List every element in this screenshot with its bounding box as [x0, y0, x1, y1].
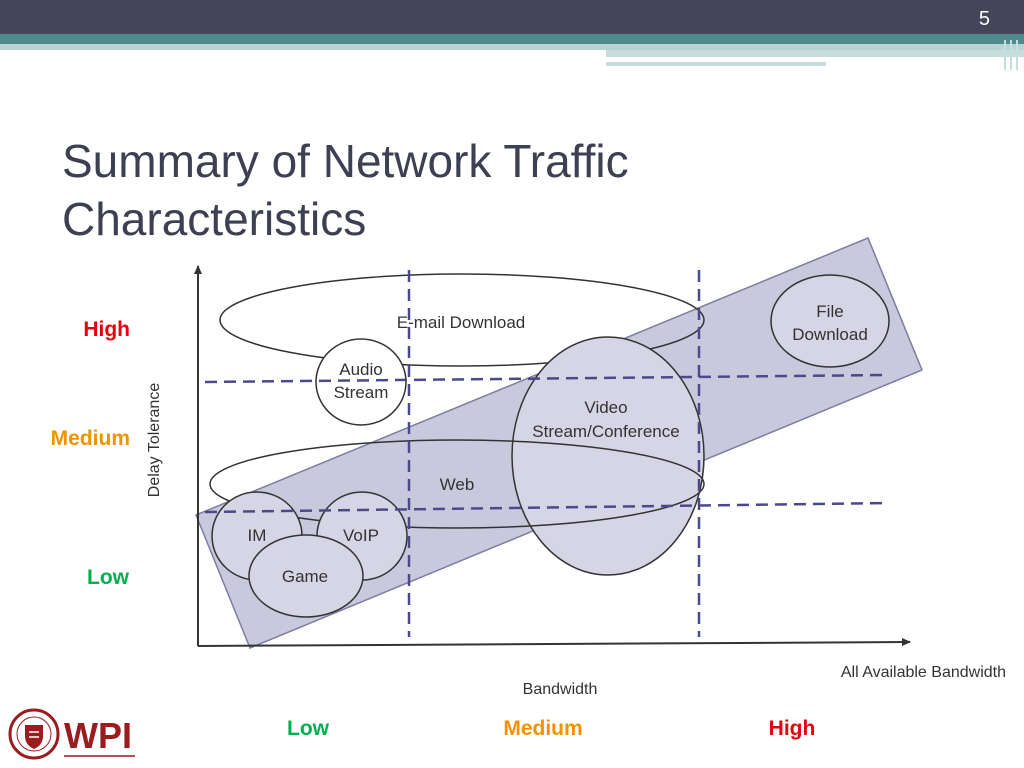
- audio-stream-label-2: Stream: [334, 383, 389, 402]
- wpi-seal-icon: [8, 708, 60, 760]
- slide-title-line-1: Summary of Network Traffic: [62, 135, 629, 187]
- x-axis-end-label: All Available Bandwidth: [841, 664, 1006, 681]
- y-level-medium: Medium: [50, 427, 130, 450]
- y-axis-label: Delay Tolerance: [146, 383, 163, 498]
- header-stripe-accent: [606, 50, 1024, 57]
- email-download-ellipse: [219, 273, 705, 367]
- header-stripe-light: [0, 44, 1024, 50]
- web-label: Web: [440, 475, 475, 494]
- header-bar: [0, 0, 1024, 34]
- y-level-low: Low: [87, 566, 129, 589]
- file-download-label-1: File: [816, 302, 843, 321]
- file-download-circle: [770, 274, 890, 368]
- web-ellipse: [209, 439, 705, 529]
- y-level-high: High: [83, 318, 130, 341]
- x-level-medium: Medium: [503, 717, 583, 740]
- wpi-logo: WPI: [8, 708, 135, 760]
- slide-title-line-2: Characteristics: [62, 193, 367, 245]
- video-stream-ellipse: [511, 336, 705, 576]
- header-vertical-lines: [1000, 40, 1024, 70]
- audio-stream-circle: [315, 338, 407, 426]
- x-axis: [197, 638, 911, 647]
- header-stripe: [0, 34, 1024, 44]
- audio-stream-label-1: Audio: [339, 360, 382, 379]
- game-label: Game: [282, 567, 328, 586]
- video-stream-label-2: Stream/Conference: [532, 422, 679, 441]
- file-download-label-2: Download: [792, 325, 868, 344]
- wpi-logo-text: WPI: [64, 715, 132, 756]
- header-stripe-gap: [606, 57, 948, 60]
- im-label: IM: [248, 526, 267, 545]
- x-level-low: Low: [287, 717, 329, 740]
- slide-number: 5: [978, 8, 990, 30]
- header-stripe-accent-short: [606, 62, 826, 66]
- x-level-high: High: [768, 717, 816, 740]
- slide-title: Summary of Network Traffic Characteristi…: [62, 132, 782, 248]
- email-download-label: E-mail Download: [397, 313, 526, 332]
- voip-label: VoIP: [343, 526, 379, 545]
- game-ellipse: [248, 534, 364, 618]
- video-stream-label-1: Video: [584, 398, 627, 417]
- x-axis-label: Bandwidth: [523, 681, 598, 698]
